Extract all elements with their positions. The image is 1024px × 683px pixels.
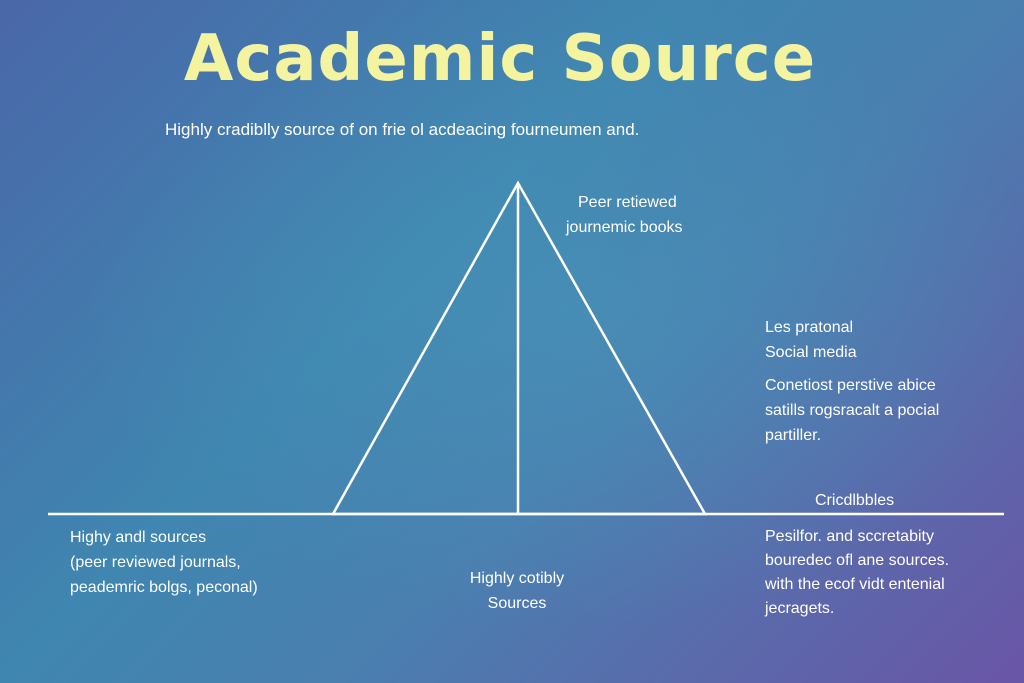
social-media-label: Les pratonal Social media Conetiost pers…	[765, 315, 939, 448]
social-heading-line-1: Les pratonal	[765, 319, 854, 336]
subtitle: Highly cradiblly source of on frie ol ac…	[165, 120, 640, 139]
right-label-line-4: jecragets.	[765, 600, 835, 617]
right-label-line-1: Pesilfor. and sccretabity	[765, 528, 934, 545]
peer-reviewed-label: Peer retiewed journemic books	[566, 190, 683, 240]
peer-label-line-2: journemic books	[566, 219, 683, 236]
left-label-line-2: (peer reviewed journals,	[70, 554, 241, 571]
credibles-label: Cricdlbbles	[815, 492, 895, 509]
page-title: Academic Source	[183, 22, 817, 96]
bottom-label-line-1: Highly cotibly	[469, 570, 565, 587]
bottom-label-line-2: Sources	[487, 595, 547, 612]
low-credibility-label: Pesilfor. and sccretabity bouredec ofl a…	[765, 525, 949, 621]
left-label-line-3: peademric bolgs, peconal)	[70, 579, 258, 596]
left-label-line-1: Highy andl sources	[70, 529, 207, 546]
social-body-line-3: partiller.	[765, 427, 822, 444]
highly-credible-sources-label: Highly cotibly Sources	[455, 566, 579, 616]
social-body-line-1: Conetiost perstive abice	[765, 377, 936, 394]
right-label-line-3: with the ecof vidt entenial	[765, 576, 945, 593]
social-body-line-2: satills rogsracalt a pocial	[765, 402, 940, 419]
social-heading-line-2: Social media	[765, 344, 857, 361]
right-label-line-2: bouredec ofl ane sources.	[765, 552, 950, 569]
high-sources-label: Highy andl sources (peer reviewed journa…	[70, 525, 258, 600]
peer-label-line-1: Peer retiewed	[578, 194, 677, 211]
